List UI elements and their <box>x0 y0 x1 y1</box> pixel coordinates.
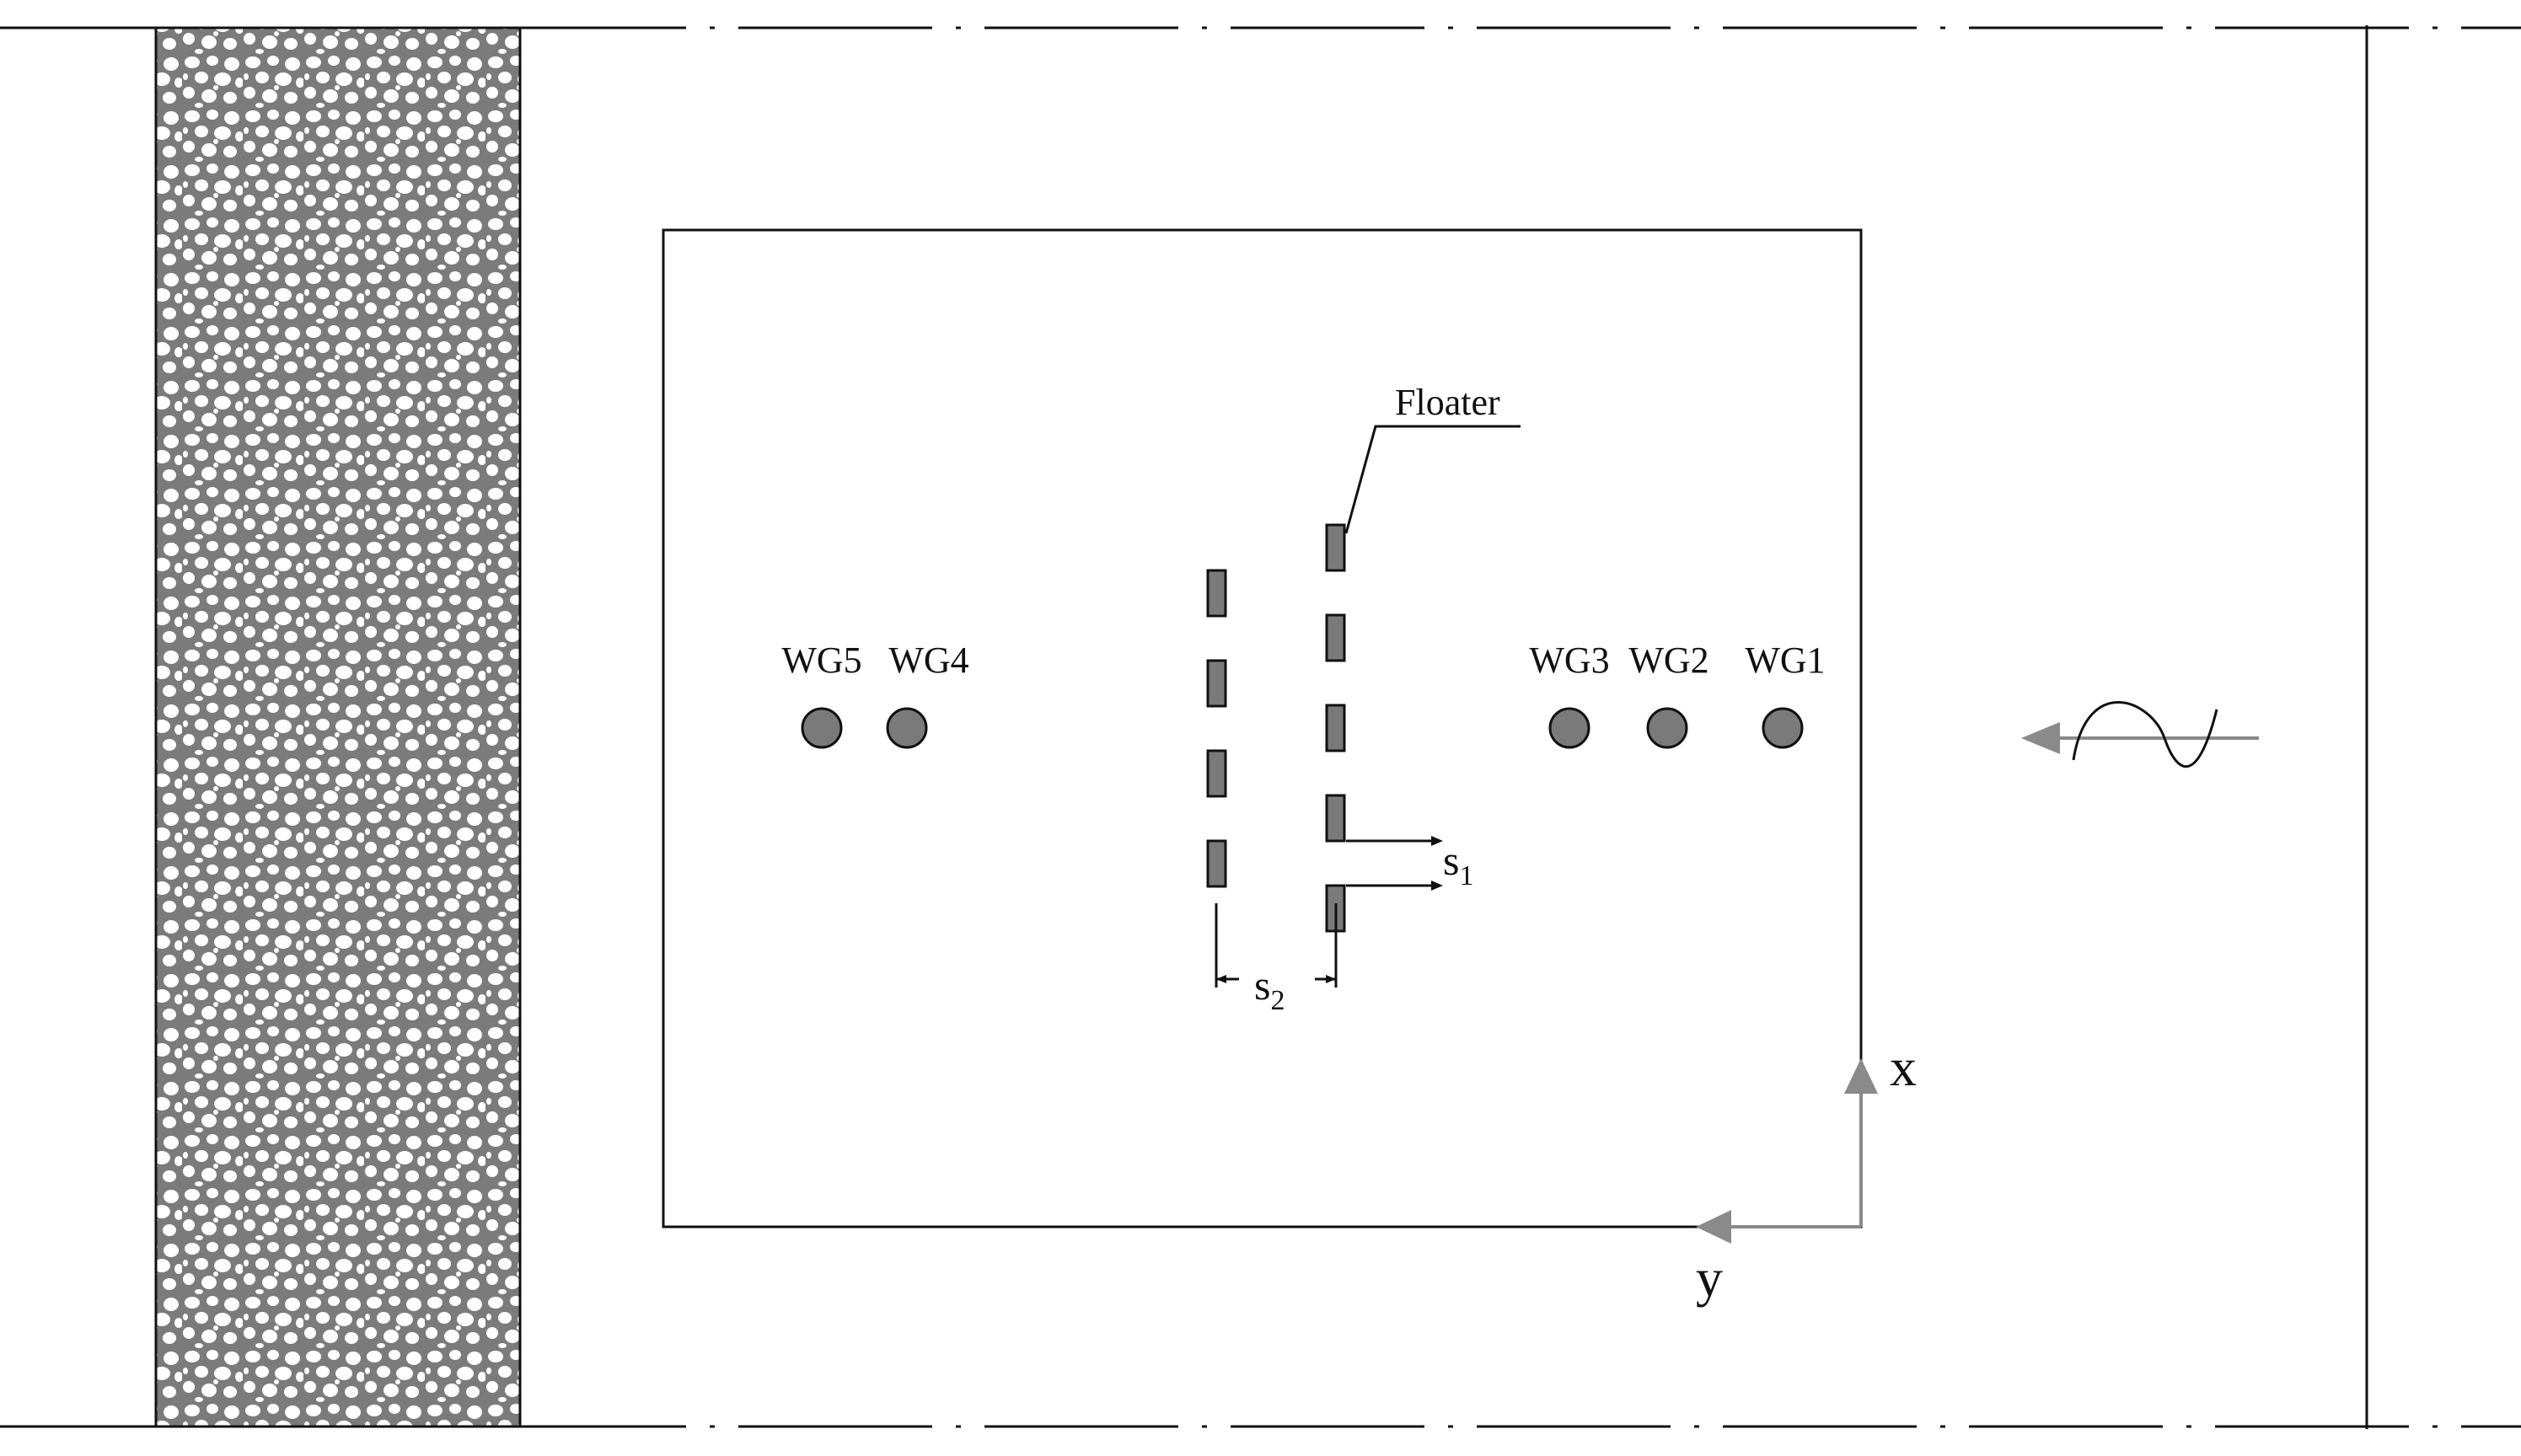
axis-y-label: y <box>1696 1248 1723 1308</box>
s2-label: s2 <box>1254 961 1285 1016</box>
floater-module <box>1325 523 1346 572</box>
wave-gauge-wg3: WG3 <box>1529 640 1610 749</box>
floater-module <box>1206 659 1227 708</box>
s2-dimension <box>1215 903 1338 988</box>
floater-module <box>1325 794 1346 843</box>
wg4-label: WG4 <box>888 640 968 681</box>
floater-label: Floater <box>1395 382 1500 423</box>
wg2-marker <box>1646 707 1688 749</box>
floater-module <box>1206 749 1227 798</box>
floater-leader-line <box>1344 425 1521 534</box>
wave-gauge-wg2: WG2 <box>1628 640 1709 749</box>
wave-absorber <box>154 26 522 1428</box>
wg2-label: WG2 <box>1628 640 1708 681</box>
axis-x-arrow <box>1844 1058 1878 1227</box>
wave-gauge-wg1: WG1 <box>1745 640 1826 749</box>
s1-dimension <box>1346 836 1443 891</box>
wg5-label: WG5 <box>781 640 861 681</box>
wg1-marker <box>1762 707 1804 749</box>
wave-gauge-wg4: WG4 <box>886 640 969 749</box>
floater-row-right <box>1325 523 1346 933</box>
wave-gauge-wg5: WG5 <box>781 640 862 749</box>
floater-row-left <box>1206 569 1227 888</box>
s1-label: s1 <box>1443 837 1473 891</box>
floater-module <box>1206 569 1227 618</box>
axis-x-label: x <box>1890 1037 1917 1097</box>
wg1-label: WG1 <box>1745 640 1825 681</box>
floater-module <box>1325 613 1346 662</box>
wg5-marker <box>801 707 843 749</box>
wave-arrow-icon <box>2021 701 2259 768</box>
floater-module <box>1206 839 1227 888</box>
test-region <box>662 228 1863 1228</box>
wg4-marker <box>886 707 928 749</box>
floater-module <box>1325 704 1346 752</box>
wg3-marker <box>1548 707 1590 749</box>
axis-y-arrow <box>1696 1210 1861 1244</box>
wg3-label: WG3 <box>1529 640 1609 681</box>
